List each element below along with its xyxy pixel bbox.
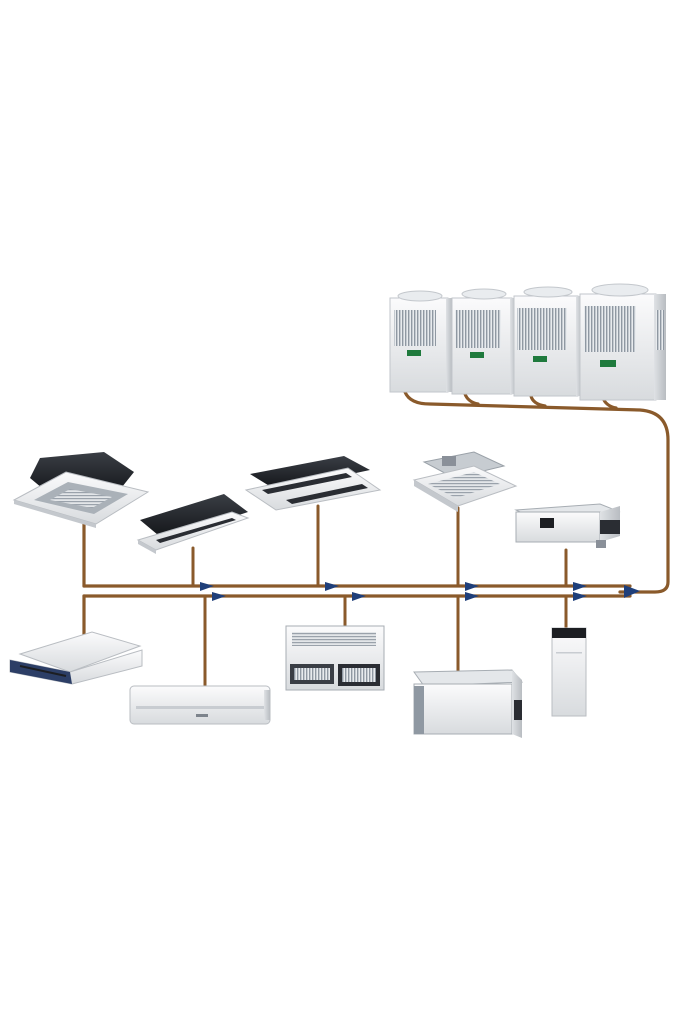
branch-pipes-bottom	[203, 594, 568, 688]
two-way-cassette-unit	[244, 456, 382, 511]
joint-icon	[465, 592, 479, 601]
green-display-icon	[533, 356, 547, 362]
joint-icon	[212, 592, 226, 601]
green-display-icon	[600, 360, 616, 367]
joint-icon	[624, 585, 640, 598]
joint-icon	[325, 582, 339, 591]
ducted-cassette-unit	[412, 451, 518, 512]
refrigerant-piping	[82, 390, 670, 688]
outdoor-module	[513, 286, 582, 397]
concealed-floor-unit	[413, 669, 524, 738]
floor-standing-unit	[551, 627, 587, 717]
joint-icon	[573, 582, 587, 591]
branch-joints	[200, 582, 640, 601]
ceiling-suspended-unit	[9, 631, 143, 685]
outdoor-module	[579, 283, 666, 401]
joint-icon	[573, 592, 587, 601]
green-display-icon	[407, 350, 421, 356]
ducted-unit	[514, 503, 621, 548]
joint-icon	[465, 582, 479, 591]
outdoor-module	[389, 290, 452, 393]
outdoor-module	[451, 288, 516, 395]
four-way-cassette-unit	[12, 452, 150, 528]
joint-icon	[352, 592, 366, 601]
joint-icon	[200, 582, 214, 591]
floor-console-unit	[285, 625, 385, 691]
outdoor-unit-bank	[389, 283, 666, 401]
green-display-icon	[470, 352, 484, 358]
one-way-cassette-unit	[136, 494, 250, 554]
branch-pipes-top	[191, 504, 568, 588]
wall-mounted-unit	[129, 685, 271, 725]
